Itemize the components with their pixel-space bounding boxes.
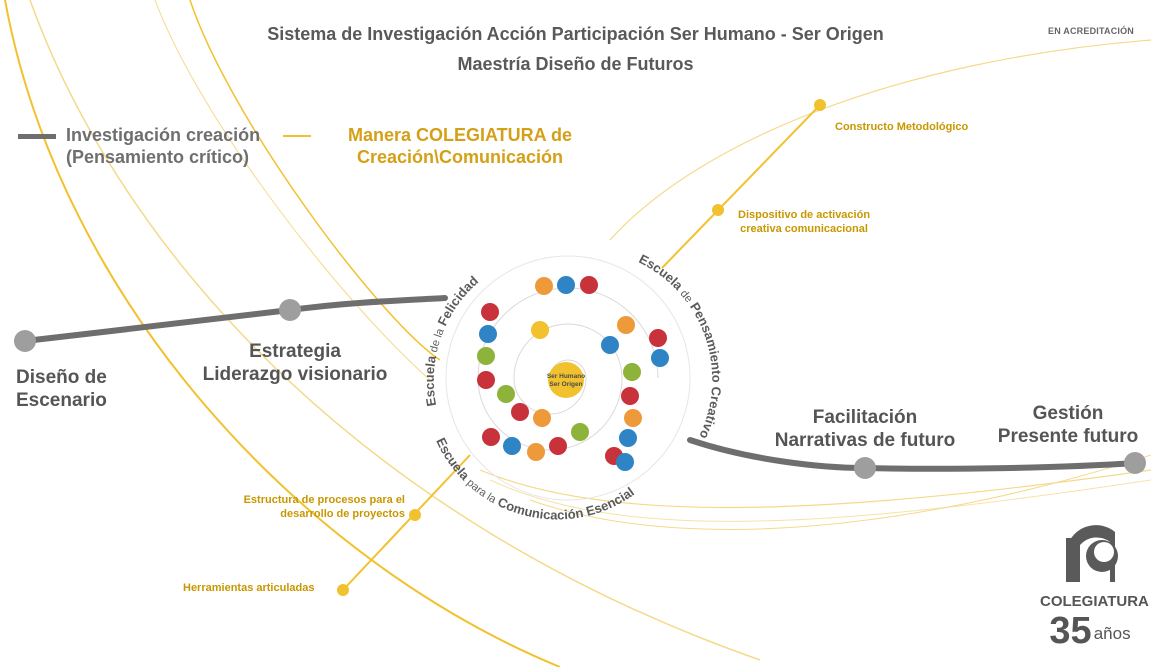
page-subtitle: Maestría Diseño de Futuros [457,54,694,74]
spiral-dot [619,429,637,447]
accreditation-badge: EN ACREDITACIÓN [1048,26,1134,36]
label-diseno-line-1: Diseño de [16,367,107,388]
logo-mark-icon [1066,525,1118,582]
gold-dot-dispositivo[interactable] [712,204,724,216]
gold-dot-constructo[interactable] [814,99,826,111]
legend-gray-line-1: Investigación creación [66,125,261,145]
gold-arc-left-2 [29,0,761,661]
spiral-dot [601,336,619,354]
logo-years: años [1093,624,1131,643]
page-title: Sistema de Investigación Acción Particip… [267,24,884,44]
label-facilitacion: Facilitación Narrativas de futuro [755,406,975,452]
logo-number: 35 [1049,610,1092,652]
spiral-dot [497,385,515,403]
gold-dot-estructura[interactable] [409,509,421,521]
gold-arc-top-2 [154,0,431,381]
spiral-graphic: Ser Humano Ser Origen [445,255,691,501]
spiral-dot [557,276,575,294]
spiral-dot [623,363,641,381]
spiral-dot [477,347,495,365]
spiral-dot [621,387,639,405]
spiral-dots [477,276,669,471]
spiral-dot [651,349,669,367]
spiral-dot [649,329,667,347]
spiral-dot [503,437,521,455]
label-estructura-line-1: Estructura de procesos para el [243,494,405,506]
spiral-dot [580,276,598,294]
node-facilitacion[interactable] [854,457,876,479]
spiral-guide [477,287,659,451]
label-constructo: Constructo Metodológico [835,121,969,133]
spiral-dot [535,277,553,295]
spiral-dot [479,325,497,343]
node-diseno-escenario[interactable] [14,330,36,352]
spiral-dot [533,409,551,427]
gold-arc-left [4,0,561,667]
label-gestion: Gestión Presente futuro [985,402,1151,448]
gold-arc-top [189,0,441,361]
legend-gray-label: Investigación creación (Pensamiento crít… [66,124,260,168]
label-diseno-escenario: Diseño de Escenario [16,366,107,412]
label-facilitacion-line-2: Narrativas de futuro [774,430,956,451]
spiral-dot [617,316,635,334]
spiral-dot [477,371,495,389]
spiral-dot [616,453,634,471]
label-estructura: Estructura de procesos para el desarroll… [215,493,405,521]
center-text-2: Ser Origen [549,381,582,388]
label-estrategia-line-1: Estrategia [249,341,341,362]
gold-arc-bottom [479,469,1151,509]
logo-anniversary: 35 años [1040,612,1140,650]
label-dispositivo-line-1: Dispositivo de activación [738,209,871,221]
legend-gold-label: Manera COLEGIATURA de Creación\Comunicac… [330,124,590,168]
spiral-dot [624,409,642,427]
label-estructura-line-2: desarrollo de proyectos [280,508,405,520]
legend-gold-swatch [283,135,311,137]
colegiatura-logo: COLEGIATURA 35 años [1040,520,1149,660]
gold-arc-bottom-2 [489,479,1151,522]
gray-path-left [22,295,448,344]
label-gestion-line-1: Gestión [1032,403,1104,424]
spiral-dot [511,403,529,421]
label-estrategia: Estrategia Liderazgo visionario [195,340,395,386]
node-estrategia[interactable] [279,299,301,321]
spiral-dot [549,437,567,455]
spiral-dot [527,443,545,461]
node-gestion[interactable] [1124,452,1146,474]
label-herramientas: Herramientas articuladas [183,582,315,594]
spiral-dot [482,428,500,446]
gold-dot-herramientas[interactable] [337,584,349,596]
spiral-dot [531,321,549,339]
label-gestion-line-2: Presente futuro [997,426,1139,447]
label-dispositivo: Dispositivo de activación creativa comun… [738,208,870,236]
gold-arc-bottom-3 [529,454,1151,530]
center-text-1: Ser Humano [547,373,585,380]
spiral-outer-ring [445,255,691,501]
spiral-dot [481,303,499,321]
school-pensamiento: Escuela de Pensamiento Creativo [637,251,725,441]
spiral-center [548,362,584,398]
spiral-dot [571,423,589,441]
school-felicidad: Escuela de la Felicidad [422,273,481,407]
gold-line-lower [342,454,471,591]
legend-gold-line-1: Manera COLEGIATURA de [347,125,573,145]
legend-gray-line-2: (Pensamiento crítico) [66,147,250,167]
legend-gold-line-2: Creación\Comunicación [356,147,564,167]
legend-gray-swatch [18,134,56,139]
label-diseno-line-2: Escenario [16,390,107,411]
label-estrategia-line-2: Liderazgo visionario [202,364,388,385]
gold-line-upper [661,104,821,269]
label-facilitacion-line-1: Facilitación [812,407,918,428]
label-dispositivo-line-2: creativa comunicacional [740,223,868,235]
logo-name: COLEGIATURA [1040,593,1149,610]
